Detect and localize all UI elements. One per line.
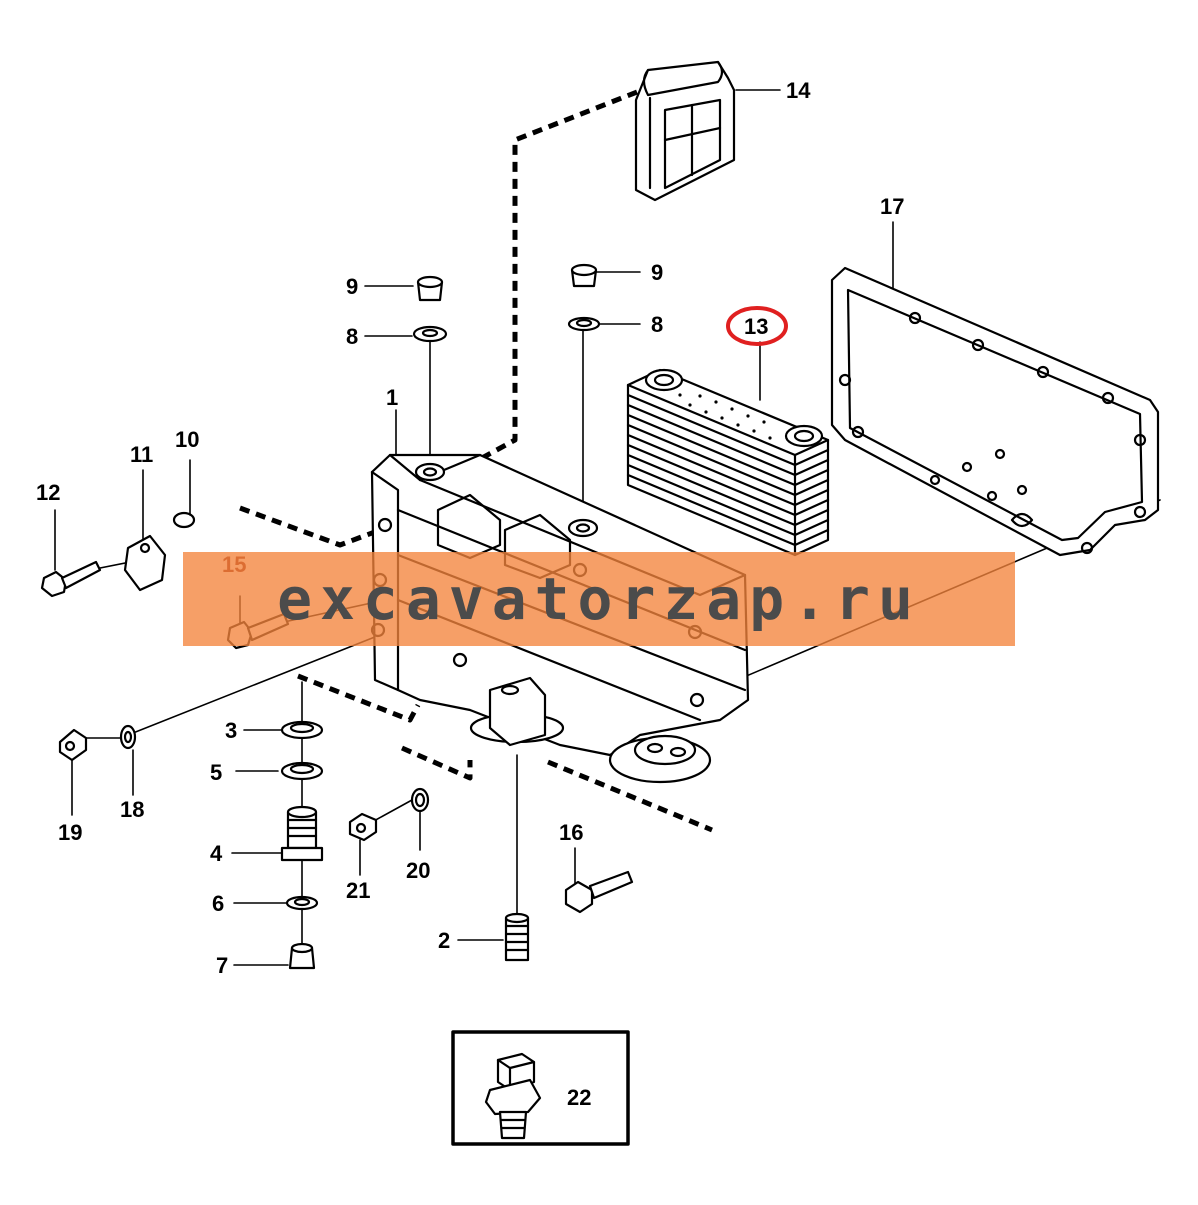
part-washer-20 — [410, 787, 430, 813]
callout-18: 18 — [120, 797, 144, 822]
callout-22: 22 — [567, 1085, 591, 1110]
part-plug-19 — [58, 728, 88, 762]
callout-14: 14 — [786, 78, 811, 103]
highlight-ring-13 — [726, 306, 788, 346]
part-bolt-16 — [564, 870, 634, 914]
part-gasket-17 — [830, 266, 1160, 557]
callout-8-left: 8 — [346, 324, 358, 349]
callout-3: 3 — [225, 718, 237, 743]
callout-20: 20 — [406, 858, 430, 883]
watermark-band — [183, 552, 1015, 646]
part-washer-18 — [119, 724, 137, 750]
callout-2: 2 — [438, 928, 450, 953]
callout-9-right: 9 — [651, 260, 663, 285]
callout-7: 7 — [216, 953, 228, 978]
callout-1: 1 — [386, 385, 398, 410]
callout-4: 4 — [210, 841, 223, 866]
detail-box-22 — [451, 1030, 630, 1146]
callout-12: 12 — [36, 480, 60, 505]
dashed-assembly-lines — [239, 89, 713, 833]
part-stack-3-7 — [280, 720, 324, 970]
callout-19: 19 — [58, 820, 82, 845]
part-oil-cooler-13 — [626, 368, 830, 557]
callout-13: 13 — [744, 314, 768, 339]
callout-9-left: 9 — [346, 274, 358, 299]
part-bracket-14 — [634, 60, 736, 202]
callout-5: 5 — [210, 760, 222, 785]
callout-17: 17 — [880, 194, 904, 219]
part-cover-11 — [123, 534, 167, 592]
part-plug-21 — [348, 812, 378, 842]
callout-16: 16 — [559, 820, 583, 845]
watermark-text: excavatorzap.ru — [277, 565, 921, 633]
part-plug-9-washer-8-left — [412, 275, 448, 343]
callout-8-right: 8 — [651, 312, 663, 337]
callout-10: 10 — [175, 427, 199, 452]
callout-6: 6 — [212, 891, 224, 916]
part-plug-9-washer-8-right — [567, 263, 601, 332]
part-filter-head-2 — [469, 676, 712, 962]
callout-21: 21 — [346, 878, 370, 903]
part-seal-10 — [172, 511, 196, 529]
callout-11: 11 — [130, 442, 153, 467]
part-bolt-12 — [40, 560, 102, 598]
